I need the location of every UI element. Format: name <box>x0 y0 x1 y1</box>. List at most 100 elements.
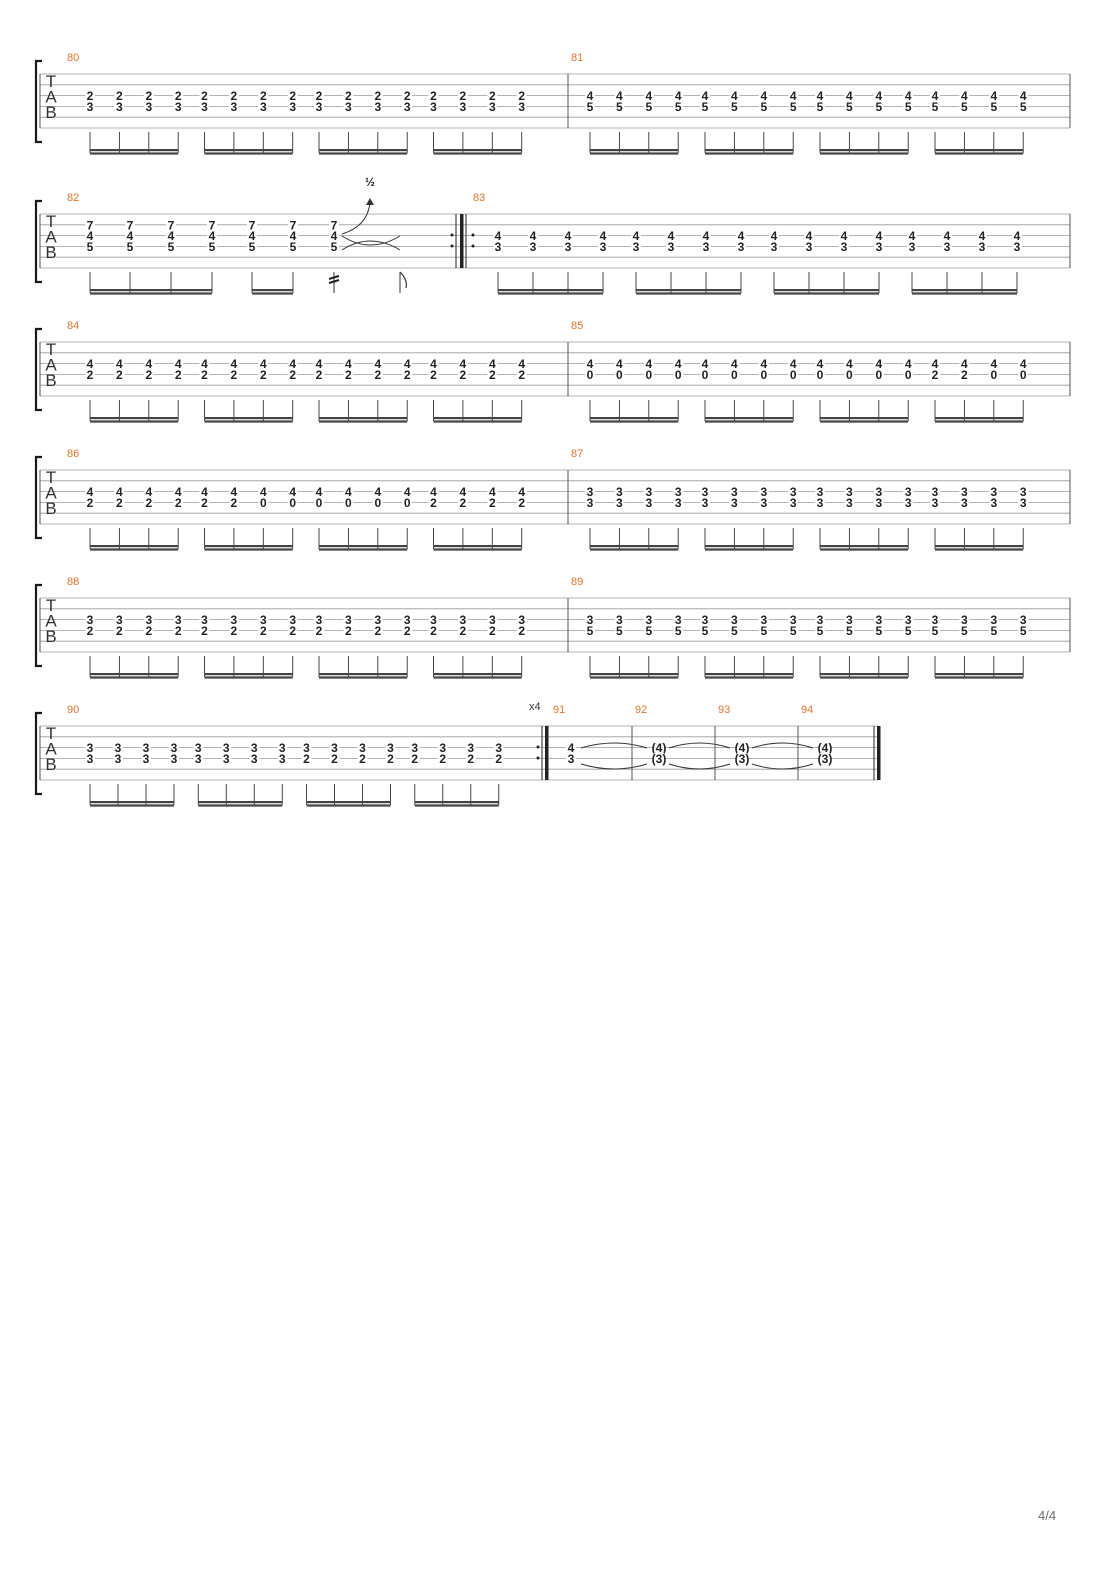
fret-number: 0 <box>616 368 623 382</box>
fret-number: 2 <box>460 624 467 638</box>
fret-bg <box>314 90 324 102</box>
fret-number: 5 <box>846 100 853 114</box>
fret-number: 3 <box>145 100 152 114</box>
fret-bg <box>402 614 413 626</box>
fret-bg <box>114 486 125 498</box>
fret-bg <box>487 496 498 508</box>
fret-number: 5 <box>209 240 216 254</box>
fret-number: 4 <box>1014 229 1021 243</box>
fret-bg <box>199 90 210 102</box>
fret-number: 4 <box>668 229 675 243</box>
fret-number: 5 <box>817 100 824 114</box>
fret-bg <box>815 624 825 636</box>
fret-number: 3 <box>1014 240 1021 254</box>
fret-bg <box>199 358 210 370</box>
fret-number: 3 <box>875 496 882 510</box>
fret-bg <box>457 100 468 112</box>
fret-bg <box>758 624 769 636</box>
fret-number: 4 <box>806 229 813 243</box>
tie-curve <box>668 763 731 770</box>
fret-number: 0 <box>905 368 912 382</box>
fret-bg <box>614 496 625 508</box>
fret-bg <box>457 358 468 370</box>
fret-bg <box>598 240 608 252</box>
fret-bg <box>643 486 654 498</box>
fret-number: 3 <box>251 752 258 766</box>
tab-system: TAB8642424242424240404040404042424242873… <box>34 448 1071 551</box>
fret-bg <box>207 240 217 252</box>
fret-bg <box>614 486 625 498</box>
fret-bg <box>516 624 527 636</box>
fret-bg <box>207 219 217 231</box>
fret-bg <box>988 368 999 380</box>
fret-bg <box>228 358 239 370</box>
fret-number: 2 <box>260 89 267 103</box>
fret-number: 4 <box>738 229 745 243</box>
note-beam <box>820 673 909 676</box>
fret-number: 2 <box>331 752 338 766</box>
fret-number: 5 <box>961 100 968 114</box>
fret-bg <box>288 240 298 252</box>
fret-bg <box>249 742 260 754</box>
fret-number: 3 <box>316 613 323 627</box>
fret-bg <box>457 614 468 626</box>
fret-bg <box>673 368 684 380</box>
fret-number: 4 <box>587 357 594 371</box>
fret-bg <box>487 624 498 636</box>
fret-number: 4 <box>1020 89 1027 103</box>
fret-number: 3 <box>116 613 123 627</box>
fret-number: 3 <box>430 613 437 627</box>
fret-number: 3 <box>115 741 122 755</box>
tab-clef-letter: B <box>45 243 56 262</box>
fret-number: 4 <box>990 89 997 103</box>
fret-bg <box>314 358 324 370</box>
fret-number: 5 <box>168 240 175 254</box>
fret-number: 3 <box>171 741 178 755</box>
note-beam <box>319 417 408 420</box>
fret-bg <box>493 240 503 252</box>
fret-bg <box>566 742 576 754</box>
note-beam <box>252 289 293 292</box>
fret-number: 4 <box>731 357 738 371</box>
fret-bg <box>287 486 298 498</box>
fret-number: 3 <box>616 613 623 627</box>
fret-bg <box>141 742 151 754</box>
fret-bg <box>288 230 298 242</box>
fret-bg <box>516 486 527 498</box>
measure-number: 94 <box>801 704 813 716</box>
fret-bg <box>402 486 413 498</box>
fret-bg <box>428 100 439 112</box>
fret-bg <box>516 358 527 370</box>
fret-number: 2 <box>404 624 411 638</box>
measure-number: 81 <box>571 52 583 64</box>
fret-number: 3 <box>175 613 182 627</box>
fret-bg <box>788 486 799 498</box>
note-beam <box>935 545 1024 548</box>
fret-number: 3 <box>675 613 682 627</box>
fret-bg <box>959 624 970 636</box>
note-beam <box>705 673 794 676</box>
fret-number: 2 <box>374 624 381 638</box>
measure-number: 84 <box>67 320 79 332</box>
fret-bg <box>372 624 383 636</box>
note-beam <box>705 676 794 679</box>
note-beam <box>90 420 179 423</box>
fret-number: 4 <box>87 485 94 499</box>
fret-number: (3) <box>735 752 750 766</box>
fret-bg <box>85 358 95 370</box>
tab-clef-letter: A <box>45 740 57 759</box>
fret-bg <box>701 240 711 252</box>
fret-bg <box>173 496 184 508</box>
fret-number: 3 <box>359 741 366 755</box>
note-beam <box>498 289 603 292</box>
fret-bg <box>1012 230 1022 242</box>
fret-number: 3 <box>961 613 968 627</box>
tremolo-mark <box>328 275 340 284</box>
fret-bg <box>844 100 855 112</box>
fret-bg <box>277 742 288 754</box>
fret-bg <box>844 496 855 508</box>
fret-number: 3 <box>979 240 986 254</box>
fret-bg <box>287 368 298 380</box>
fret-number: 4 <box>145 357 152 371</box>
fret-bg <box>372 100 383 112</box>
